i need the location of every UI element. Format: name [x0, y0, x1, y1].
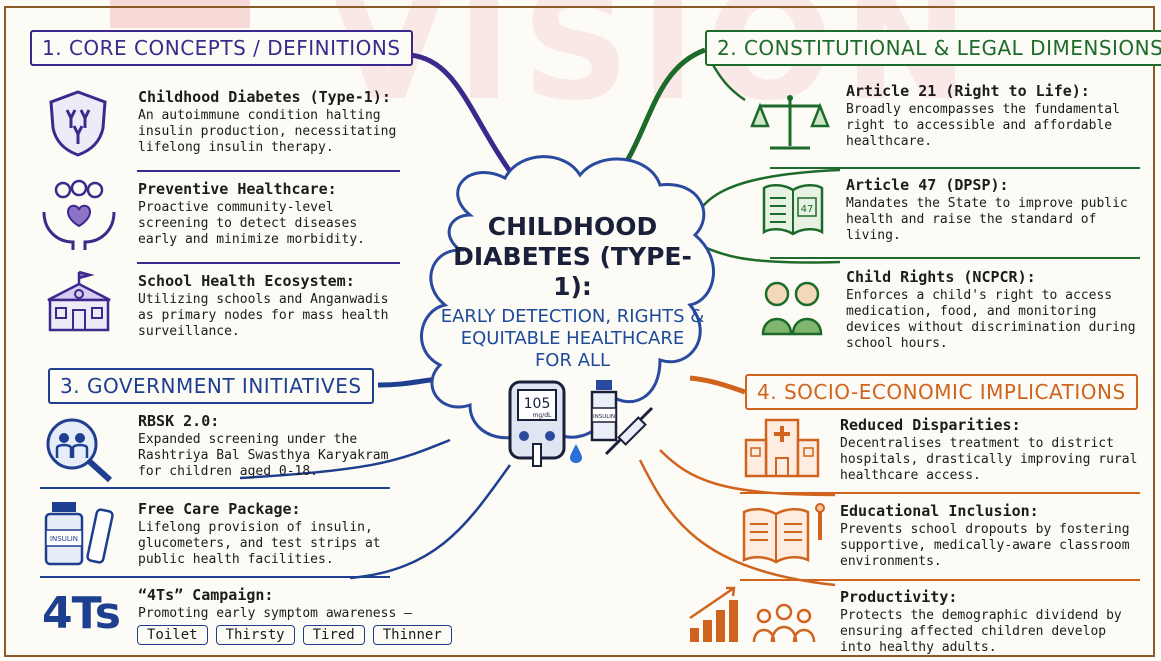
item-heading: RBSK 2.0: [138, 412, 220, 430]
hospital-icon [744, 418, 820, 478]
main-title: CHILDHOOD DIABETES (TYPE-1): [453, 212, 692, 301]
item-text: Proactive community-level screening to d… [138, 200, 365, 247]
item-text: Enforces a child's right to access medic… [846, 288, 1136, 351]
vial-label: INSULIN [593, 414, 615, 420]
watermark-block [110, 0, 250, 28]
kit-vial-label: INSULIN [50, 535, 78, 543]
item-rbsk: RBSK 2.0: Expanded screening under the R… [138, 412, 408, 480]
glucometer-unit: mg/dL [533, 412, 552, 419]
antibody-shield-icon [49, 90, 107, 157]
item-heading: Productivity: [840, 588, 958, 606]
item-heading: Free Care Package: [138, 500, 301, 518]
item-heading: Article 21 (Right to Life): [846, 82, 1090, 100]
tag-thirsty: Thirsty [215, 625, 295, 645]
item-heading: Childhood Diabetes (Type-1): [138, 88, 391, 106]
item-text: An autoimmune condition halting insulin … [138, 108, 397, 155]
branch-socio-3 [638, 459, 836, 587]
item-free-care: Free Care Package: Lifelong provision of… [138, 500, 408, 568]
tag-thinner: Thinner [372, 625, 452, 645]
item-childhood-diabetes: Childhood Diabetes (Type-1): An autoimmu… [138, 88, 403, 156]
syringe-icon [604, 406, 654, 456]
center-title: CHILDHOOD DIABETES (TYPE-1): EARLY DETEC… [440, 212, 705, 372]
item-heading: Article 47 (DPSP): [846, 176, 1009, 194]
children-icon [761, 281, 823, 336]
item-text: Lifelong provision of insulin, glucomete… [138, 520, 381, 567]
item-4ts-campaign: “4Ts” Campaign: Promoting early symptom … [138, 586, 468, 622]
section-title-core: 1. CORE CONCEPTS / DEFINITIONS [30, 30, 413, 66]
section-title-legal: 2. CONSTITUTIONAL & LEGAL DIMENSIONS [705, 30, 1161, 66]
item-preventive-healthcare: Preventive Healthcare: Proactive communi… [138, 180, 403, 248]
tag-tired: Tired [302, 625, 365, 645]
glucometer-reading: 105 [524, 396, 551, 412]
glucometer-icon: 105 mg/dL [508, 380, 566, 467]
item-school-health: School Health Ecosystem: Utilizing schoo… [138, 272, 403, 340]
page-frame [4, 6, 1155, 657]
insulin-kit-icon: INSULIN [44, 502, 114, 566]
branch-socio-2 [659, 449, 836, 497]
book-label: 47 [801, 204, 814, 215]
item-heading: Educational Inclusion: [840, 502, 1039, 520]
item-article-47: Article 47 (DPSP): Mandates the State to… [846, 176, 1146, 244]
branch-gov-3 [349, 464, 512, 580]
item-heading: Child Rights (NCPCR): [846, 268, 1036, 286]
branch-core [409, 52, 522, 187]
four-ts-tags: Toilet Thirsty Tired Thinner [137, 624, 460, 645]
item-heading: “4Ts” Campaign: [138, 586, 274, 604]
magnifier-children-icon [46, 418, 113, 483]
item-heading: School Health Ecosystem: [138, 272, 355, 290]
open-book-icon: 47 [762, 184, 824, 236]
school-building-icon [47, 270, 111, 332]
item-text: Expanded screening under the Rashtriya B… [138, 432, 389, 479]
item-productivity: Productivity: Protects the demographic d… [840, 588, 1145, 656]
item-article-21: Article 21 (Right to Life): Broadly enco… [846, 82, 1146, 150]
item-text: Broadly encompasses the fundamental righ… [846, 102, 1120, 149]
insulin-vial-icon: INSULIN [590, 380, 618, 442]
branch-gov-2 [239, 438, 451, 480]
item-text: Mandates the State to improve public hea… [846, 196, 1128, 243]
growth-chart-people-icon [689, 586, 816, 643]
book-raised-hand-icon [742, 503, 825, 564]
section-title-socio: 4. SOCIO-ECONOMIC IMPLICATIONS [745, 374, 1138, 410]
section-title-gov: 3. GOVERNMENT INITIATIVES [48, 368, 374, 404]
item-text: Decentralises treatment to district hosp… [840, 436, 1138, 483]
blood-drop-icon [570, 444, 582, 463]
item-text: Prevents school dropouts by fostering su… [840, 522, 1130, 569]
item-reduced-disparities: Reduced Disparities: Decentralises treat… [840, 416, 1145, 484]
main-subtitle: EARLY DETECTION, RIGHTS & EQUITABLE HEAL… [440, 306, 705, 371]
item-text: Protects the demographic dividend by ens… [840, 608, 1122, 655]
item-child-rights: Child Rights (NCPCR): Enforces a child's… [846, 268, 1146, 352]
community-care-icon [42, 179, 116, 250]
four-ts-logo: 4Ts [42, 588, 121, 639]
tag-toilet: Toilet [137, 625, 208, 645]
item-heading: Reduced Disparities: [840, 416, 1021, 434]
item-heading: Preventive Healthcare: [138, 180, 337, 198]
center-cloud [420, 155, 715, 440]
item-text: Utilizing schools and Anganwadis as prim… [138, 292, 389, 339]
branch-socio [689, 375, 746, 395]
item-educational-inclusion: Educational Inclusion: Prevents school d… [840, 502, 1145, 570]
scales-of-justice-icon [750, 95, 830, 150]
item-text: Promoting early symptom awareness — [138, 606, 412, 621]
